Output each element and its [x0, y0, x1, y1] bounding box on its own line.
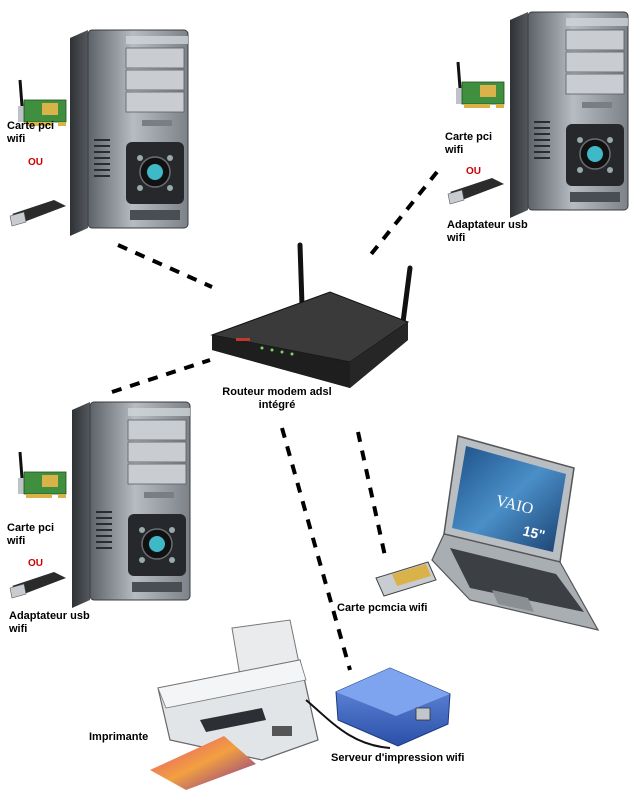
usb-wifi-adapter-icon [9, 571, 67, 599]
wifi-router-icon [210, 242, 413, 388]
pc-bottom-left-or-label: OU [28, 558, 43, 569]
link-pc-bottom-left [111, 358, 211, 394]
link-laptop [356, 431, 387, 557]
link-pc-top-left [117, 243, 213, 289]
printer-label: Imprimante [89, 731, 149, 743]
print-server-label: Serveur d'impression wifi [331, 752, 465, 764]
print-server-icon [305, 667, 451, 749]
laptop-icon: VAIO 15" [431, 435, 600, 631]
desktop-tower-icon [509, 11, 629, 219]
pcmcia-label: Carte pcmcia wifi [337, 602, 428, 614]
network-links [111, 170, 439, 671]
link-print-server [280, 427, 352, 671]
laptop-size: 15" [521, 522, 546, 543]
pcmcia-card-icon [375, 561, 437, 597]
usb-wifi-adapter-icon [9, 199, 67, 227]
wifi-pci-card-icon [16, 450, 68, 500]
link-pc-top-right [366, 170, 439, 260]
usb-wifi-adapter-icon [447, 177, 505, 205]
desktop-tower-icon [71, 401, 191, 609]
pc-top-left-or-label: OU [28, 157, 43, 168]
wifi-pci-card-icon [454, 60, 506, 110]
pc-top-right-or-label: OU [466, 166, 481, 177]
inkjet-printer-icon [150, 619, 319, 790]
desktop-tower-icon [69, 29, 189, 237]
